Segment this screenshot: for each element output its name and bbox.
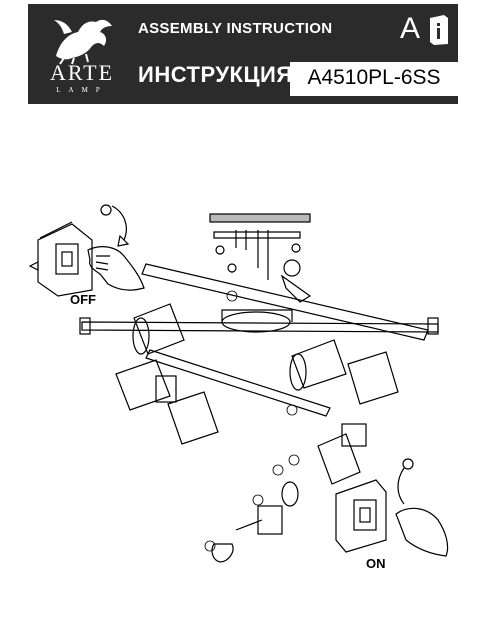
title-english: ASSEMBLY INSTRUCTION: [138, 20, 333, 37]
language-letter: A: [400, 12, 421, 45]
off-label: OFF: [70, 292, 96, 307]
lampshade-5-icon: [347, 351, 399, 405]
socket-parts-icon: [211, 423, 367, 563]
switch-on-icon: [335, 479, 387, 553]
arrow-off-icon: [100, 204, 130, 247]
lampshade-2-icon: [115, 359, 171, 411]
model-number: A4510PL-6SS: [307, 66, 441, 89]
model-box: A4510PL-6SS: [290, 62, 458, 96]
brand-subtitle: LAMP: [56, 86, 108, 94]
header-banner: ARTE LAMP ASSEMBLY INSTRUCTION ИНСТРУКЦИ…: [28, 4, 458, 104]
arrow-on-icon: [397, 458, 414, 505]
title-russian: ИНСТРУКЦИЯ: [138, 62, 293, 87]
ceiling-mount-icon: [209, 213, 312, 303]
lampshade-3-icon: [155, 375, 219, 445]
lamp-arms-icon: [79, 263, 439, 417]
hand-left-icon: [87, 246, 145, 291]
on-label: ON: [366, 556, 386, 571]
assembly-diagram: [28, 204, 449, 563]
lampshade-1-icon: [132, 303, 185, 355]
info-book-icon: [430, 15, 448, 45]
griffin-logo-icon: [54, 19, 112, 65]
switch-off-icon: [28, 221, 93, 297]
hand-right-icon: [395, 507, 449, 557]
step-markers: [204, 290, 300, 552]
brand-name: ARTE: [49, 60, 115, 85]
lampshade-4-icon: [289, 339, 347, 391]
